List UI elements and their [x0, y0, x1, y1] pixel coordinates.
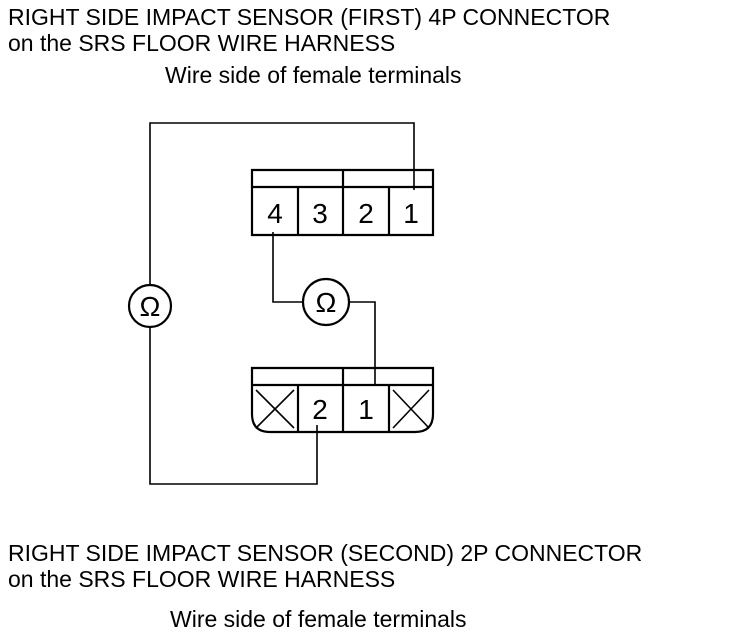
ohmmeter-left-symbol: Ω: [140, 291, 161, 322]
connector1-terminal-1: 1: [403, 198, 419, 229]
wire-4p-terminal4-to-center-meter: [272, 232, 303, 303]
connector1-title: RIGHT SIDE IMPACT SENSOR (FIRST) 4P CONN…: [8, 4, 610, 56]
ohmmeter-center-symbol: Ω: [316, 287, 337, 318]
connector2-2p-body: [250, 366, 435, 434]
connector1-view-label: Wire side of female terminals: [165, 62, 462, 88]
wire-left-meter-to-4p-terminal1: [149, 122, 415, 290]
connector2-title-line1: RIGHT SIDE IMPACT SENSOR (SECOND) 2P CON…: [8, 540, 643, 566]
wire-left-meter-to-2p-terminal2: [149, 322, 318, 485]
ohmmeter-center-circle: [301, 277, 351, 327]
connector2-terminal-1: 1: [358, 394, 374, 425]
connector1-terminal-4: 4: [267, 198, 283, 229]
ohmmeter-left-circle: [127, 283, 173, 329]
connector2-title-line2: on the SRS FLOOR WIRE HARNESS: [8, 566, 396, 592]
connector1-terminal-3: 3: [312, 198, 328, 229]
connector1-4p-body: [250, 168, 435, 237]
connector2-blank-cavity-right: [392, 389, 430, 429]
connector1-title-line2: on the SRS FLOOR WIRE HARNESS: [8, 30, 396, 56]
connector1-title-line1: RIGHT SIDE IMPACT SENSOR (FIRST) 4P CONN…: [8, 4, 611, 30]
wire-center-meter-to-2p-terminal1: [349, 301, 376, 384]
connector1-terminal-2: 2: [358, 198, 374, 229]
connector2-title: RIGHT SIDE IMPACT SENSOR (SECOND) 2P CON…: [8, 540, 642, 592]
connector2-blank-cavity-left: [255, 389, 295, 429]
connector2-terminal-2: 2: [312, 394, 328, 425]
connector2-view-label: Wire side of female terminals: [170, 606, 467, 632]
